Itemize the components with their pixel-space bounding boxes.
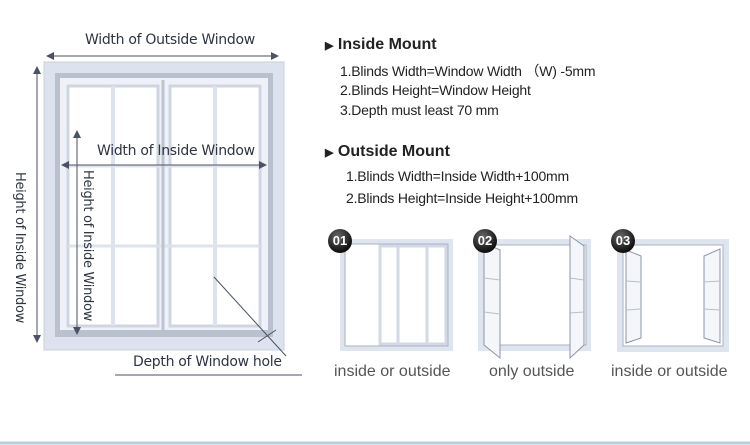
window-type-02 xyxy=(478,235,591,360)
type-caption-03: inside or outside xyxy=(611,363,728,380)
inside-mount-line: 1.Blinds Width=Window Width （W) -5mm xyxy=(340,63,596,79)
inside-mount-line: 3.Depth must least 70 mm xyxy=(340,102,499,118)
type-caption-02: only outside xyxy=(489,363,575,380)
depth-pointer xyxy=(213,276,287,357)
type-badge-01: 01 xyxy=(328,229,352,253)
depth-label: Depth of Window hole xyxy=(133,354,282,370)
width-outside-label: Width of Outside Window xyxy=(85,32,255,48)
width-inside-label: Width of Inside Window xyxy=(97,143,255,159)
outside-mount-line: 1.Blinds Width=Inside Width+100mm xyxy=(346,168,569,184)
inside-mount-heading: ▶ Inside Mount xyxy=(325,36,437,53)
height-inside-label: Height of Inside Window xyxy=(80,170,95,321)
type-badge-03: 03 xyxy=(611,229,635,253)
window-type-03 xyxy=(617,239,729,352)
type-badge-02: 02 xyxy=(473,229,497,253)
outside-mount-heading: ▶ Outside Mount xyxy=(325,143,450,160)
inside-mount-line: 2.Blinds Height=Window Height xyxy=(340,82,531,98)
triangle-bullet-icon: ▶ xyxy=(325,147,334,159)
triangle-bullet-icon: ▶ xyxy=(325,40,334,52)
window-type-01 xyxy=(340,239,453,351)
type-caption-01: inside or outside xyxy=(334,363,451,380)
outside-mount-line: 2.Blinds Height=Inside Height+100mm xyxy=(346,190,578,206)
height-outside-label: Height of Inside Window xyxy=(12,172,27,323)
